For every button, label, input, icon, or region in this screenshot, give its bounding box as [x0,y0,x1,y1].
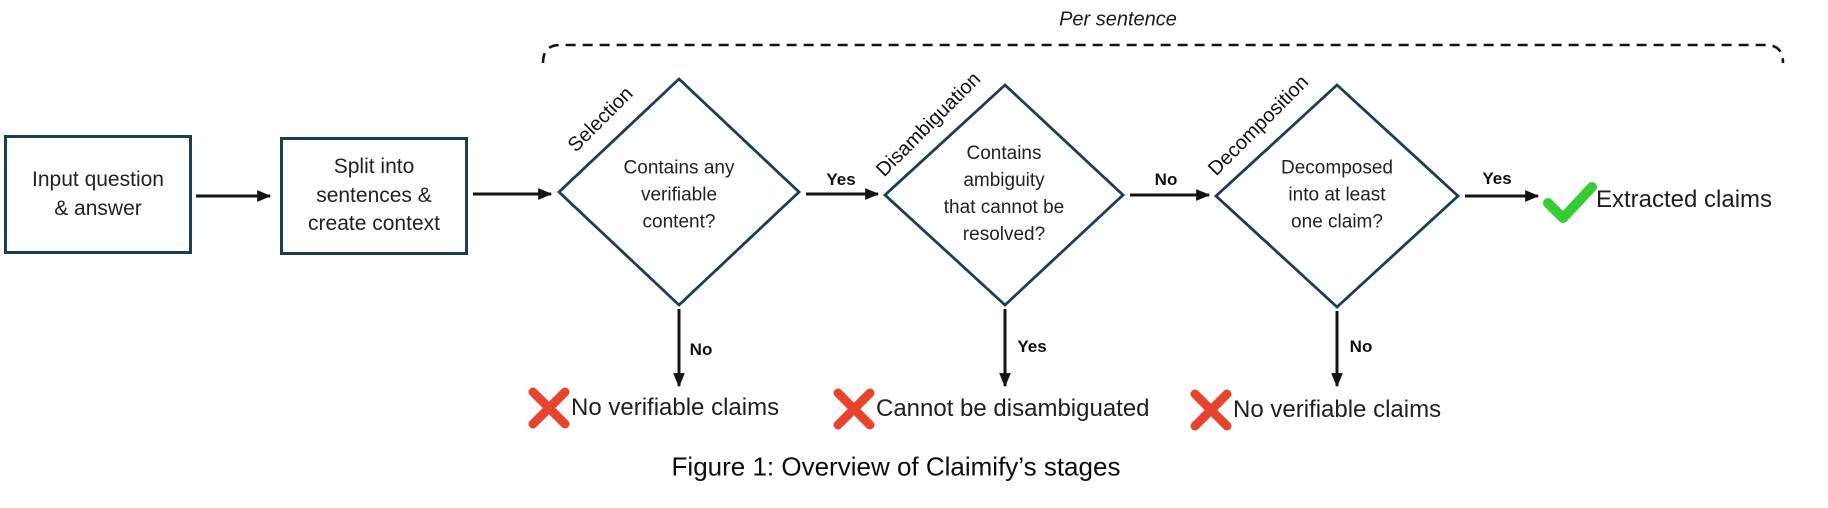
check-icon [1543,182,1597,223]
split-box-line: create context [308,212,440,236]
edge-label-decomposition-no: No [1349,337,1373,356]
disambiguation-question: Contains ambiguity that cannot be resolv… [943,143,1065,245]
x-icon [528,387,570,429]
edge-label-selection-no: No [689,340,713,359]
selection-diamond-shape [556,77,802,307]
edge-label-disambiguation-yes: Yes [1017,337,1047,356]
input-box-line: Input question [32,167,164,191]
input-box-line: & answer [54,196,142,220]
selection-question: Contains any verifiable content? [623,157,735,233]
split-box-line: Split into [333,154,415,178]
split-box-line: sentences & [316,183,432,207]
input-question-answer-box: Input question & answer [4,135,192,254]
decomposition-diamond-shape [1213,83,1461,309]
split-sentences-box: Split into sentences & create context [280,137,468,255]
outcome-no-verifiable-claims: No verifiable claims [571,394,780,421]
outcome-no-verifiable-claims: No verifiable claims [1233,396,1442,423]
decomposition-question: Decomposed into at least one claim? [1281,157,1393,233]
figure-caption: Figure 1: Overview of Claimify’s stages [671,451,1121,482]
outcome-cannot-be-disambiguated: Cannot be disambiguated [876,395,1150,422]
x-icon [833,388,875,430]
edge-label-disambiguation-no: No [1154,170,1178,189]
outcome-extracted-claims: Extracted claims [1596,186,1773,213]
edge-label-decomposition-yes: Yes [1482,169,1512,188]
x-icon [1190,389,1232,431]
edge-label-selection-yes: Yes [826,170,856,189]
disambiguation-diamond-shape [882,83,1126,307]
per-sentence-bracket [541,43,1785,64]
per-sentence-label: Per sentence [1059,8,1177,31]
